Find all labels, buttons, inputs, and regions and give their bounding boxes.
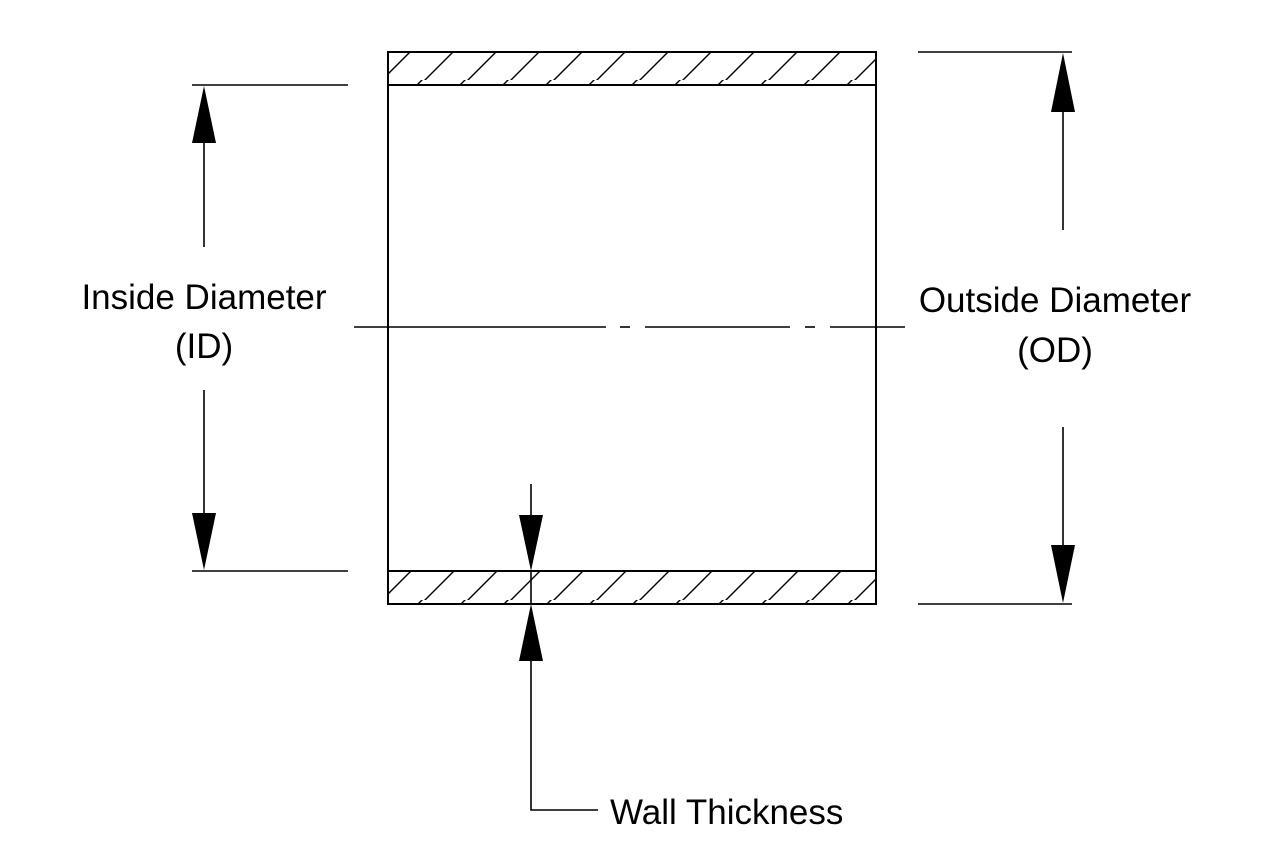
- top-wall-hatch: [388, 52, 876, 85]
- od-arrow-up: [1051, 53, 1075, 112]
- pipe-section: [387, 51, 877, 605]
- inside-diameter-abbr: (ID): [175, 327, 233, 366]
- outside-diameter-label: Outside Diameter: [919, 281, 1192, 320]
- wt-arrow-up: [519, 604, 543, 661]
- inside-diameter-dimension: [192, 84, 348, 572]
- inside-diameter-label: Inside Diameter: [81, 278, 326, 317]
- pipe-outline: [387, 51, 877, 605]
- id-arrow-up: [192, 86, 216, 143]
- outside-diameter-abbr: (OD): [1017, 331, 1093, 370]
- wall-thickness-label: Wall Thickness: [610, 793, 843, 832]
- wt-arrow-down: [519, 515, 543, 571]
- id-arrow-down: [192, 513, 216, 570]
- wt-leader-line: [530, 661, 598, 811]
- outside-diameter-dimension: [918, 51, 1075, 605]
- od-arrow-down: [1051, 545, 1075, 603]
- wall-thickness-dimension: [519, 484, 598, 811]
- bottom-wall-hatch: [388, 571, 876, 604]
